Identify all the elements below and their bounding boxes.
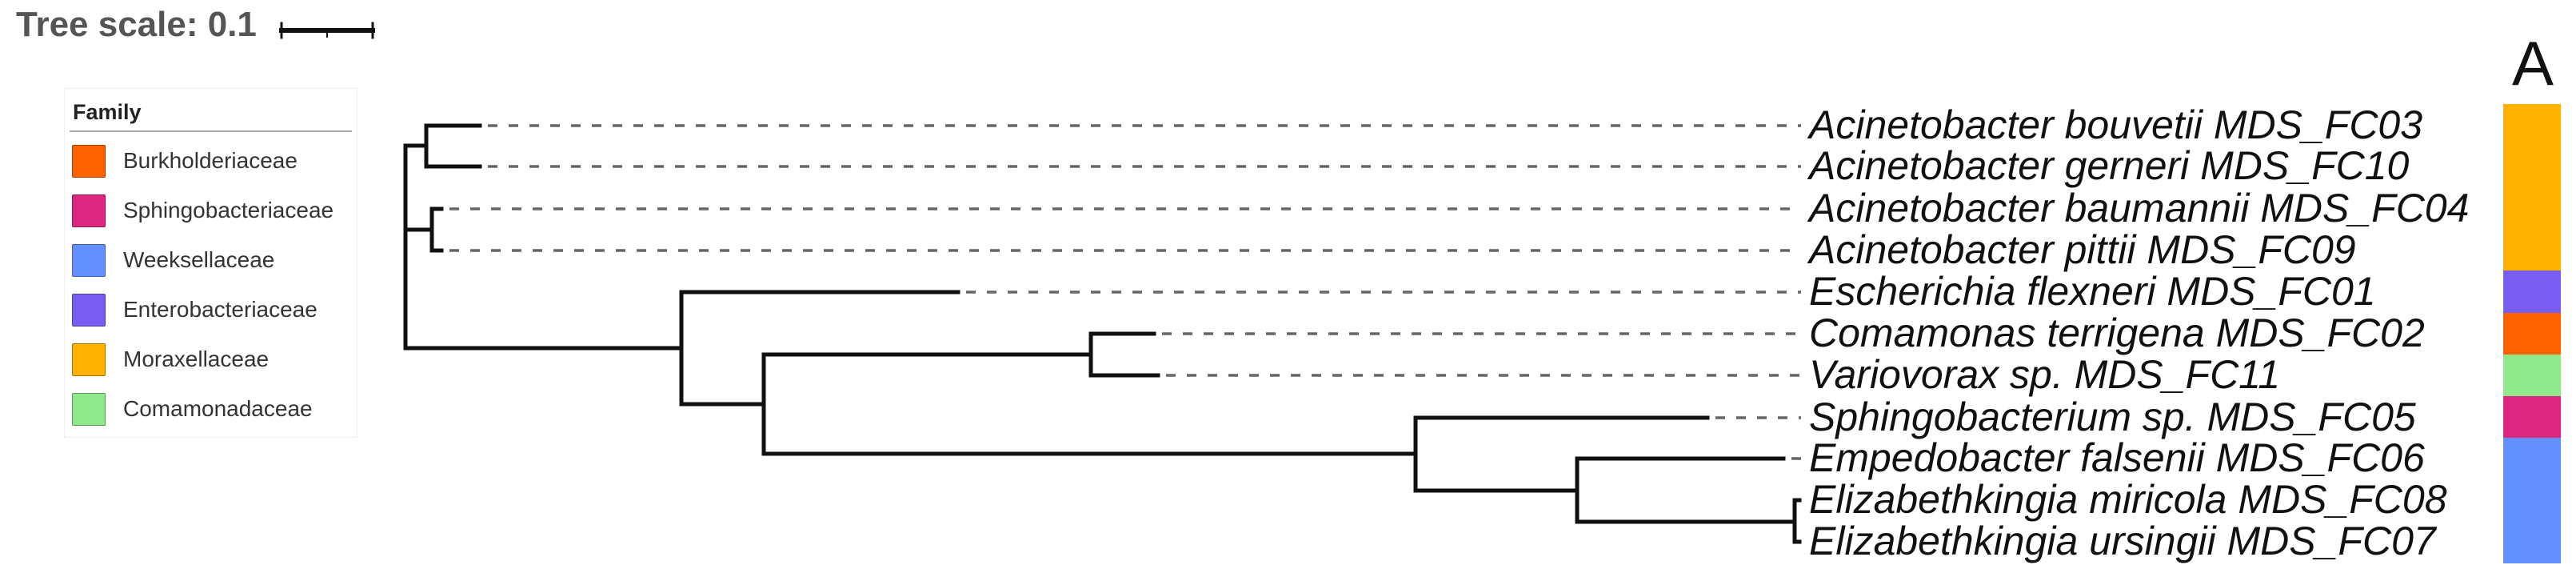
legend-label: Comamonadaceae: [123, 396, 313, 421]
leaf-label: Empedobacter falsenii MDS_FC06: [1809, 435, 2425, 480]
legend-item: Burkholderiaceae: [72, 143, 298, 178]
legend-label: Sphingobacteriaceae: [123, 198, 334, 222]
legend-color-swatch: [72, 293, 106, 327]
legend-label: Weeksellaceae: [123, 247, 275, 272]
family-color-cell: [2503, 187, 2561, 230]
tree-scale-label: Tree scale: 0.1: [16, 5, 257, 44]
family-color-cell: [2503, 312, 2561, 355]
legend-color-swatch: [72, 243, 106, 277]
legend-item: Comamonadaceae: [72, 391, 313, 427]
family-color-cell: [2503, 146, 2561, 188]
legend-title: Family: [73, 100, 142, 124]
family-color-cell: [2503, 395, 2561, 439]
leaf-label: Elizabethkingia miricola MDS_FC08: [1809, 477, 2447, 522]
color-strip-header: A: [2512, 28, 2554, 98]
leaf-label: Acinetobacter gerneri MDS_FC10: [1809, 143, 2410, 188]
legend-label: Burkholderiaceae: [123, 148, 298, 173]
family-color-cell: [2503, 104, 2561, 146]
family-color-cell: [2503, 521, 2561, 563]
leaf-label: Acinetobacter baumannii MDS_FC04: [1809, 186, 2470, 230]
legend-color-swatch: [72, 144, 106, 178]
legend-item: Moraxellaceae: [72, 342, 269, 377]
leaf-label: Acinetobacter bouvetii MDS_FC03: [1809, 102, 2423, 147]
legend-divider: [70, 130, 352, 132]
legend-label: Moraxellaceae: [123, 347, 270, 371]
family-color-cell: [2503, 229, 2561, 271]
legend-color-swatch: [72, 343, 106, 376]
leaf-label: Variovorax sp. MDS_FC11: [1809, 352, 2281, 397]
family-color-cell: [2503, 479, 2561, 522]
family-color-cell: [2503, 437, 2561, 480]
legend-item: Weeksellaceae: [72, 242, 274, 278]
leaf-label: Elizabethkingia ursingii MDS_FC07: [1809, 519, 2436, 563]
leaf-label: Sphingobacterium sp. MDS_FC05: [1809, 395, 2416, 439]
legend-item: Sphingobacteriaceae: [72, 193, 333, 228]
family-color-cell: [2503, 354, 2561, 397]
legend-label: Enterobacteriaceae: [123, 297, 318, 322]
legend-color-swatch: [72, 194, 106, 227]
legend-item: Enterobacteriaceae: [72, 292, 318, 327]
legend-color-swatch: [72, 392, 106, 426]
leaf-label: Comamonas terrigena MDS_FC02: [1809, 311, 2425, 355]
leaf-label: Escherichia flexneri MDS_FC01: [1809, 269, 2376, 314]
family-color-cell: [2503, 270, 2561, 313]
leaf-label: Acinetobacter pittii MDS_FC09: [1809, 227, 2356, 272]
